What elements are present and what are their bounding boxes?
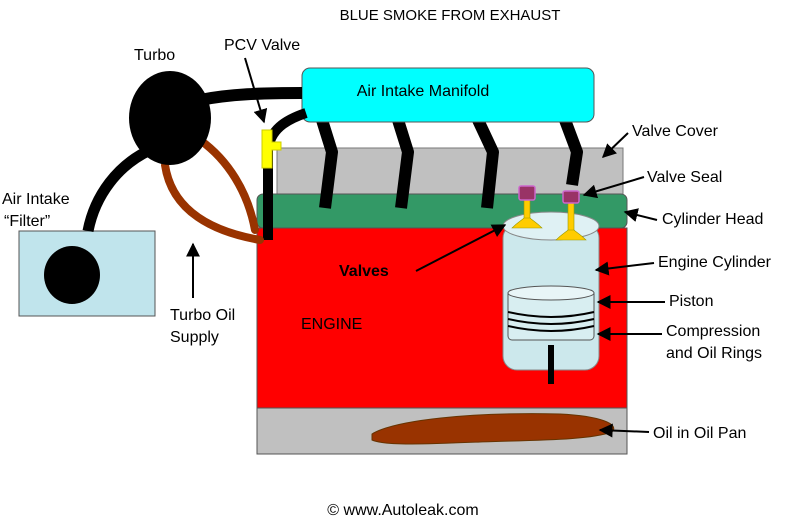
title: BLUE SMOKE FROM EXHAUST — [340, 7, 561, 24]
air-intake-manifold-label: Air Intake Manifold — [357, 83, 490, 100]
oil-in-pan-label: Oil in Oil Pan — [653, 425, 746, 442]
filter-turbo-hose — [82, 145, 153, 233]
turbo-oil-label-line2: Supply — [170, 329, 219, 346]
air-filter-opening — [44, 246, 100, 304]
air-filter-label-line2: “Filter” — [4, 213, 50, 230]
valve-cover-label: Valve Cover — [632, 123, 719, 140]
air-filter-label-line1: Air Intake — [2, 191, 70, 208]
turbo-label: Turbo — [134, 47, 175, 64]
pcv-valve-label: PCV Valve — [224, 37, 300, 54]
turbo-manifold-pipe — [198, 87, 303, 106]
valve-seals — [518, 185, 580, 204]
turbo — [129, 71, 211, 165]
piston-label: Piston — [669, 293, 713, 310]
rings-label-line1: Compression — [666, 323, 760, 340]
turbo-oil-label-line1: Turbo Oil — [170, 307, 235, 324]
engine-label: ENGINE — [301, 316, 362, 333]
pointer-arrows — [186, 57, 665, 438]
footer-copyright: © www.Autoleak.com — [327, 502, 478, 519]
valve-seal-label: Valve Seal — [647, 169, 722, 186]
cylinder-head-label: Cylinder Head — [662, 211, 763, 228]
valves-label: Valves — [339, 263, 389, 280]
piston — [507, 285, 595, 384]
engine-cylinder-label: Engine Cylinder — [658, 254, 772, 271]
rings-label-line2: and Oil Rings — [666, 345, 762, 362]
intake-runners — [316, 117, 583, 209]
pcv-valve — [261, 129, 282, 169]
turbo-oil-lines — [161, 136, 264, 244]
valves — [511, 189, 587, 241]
